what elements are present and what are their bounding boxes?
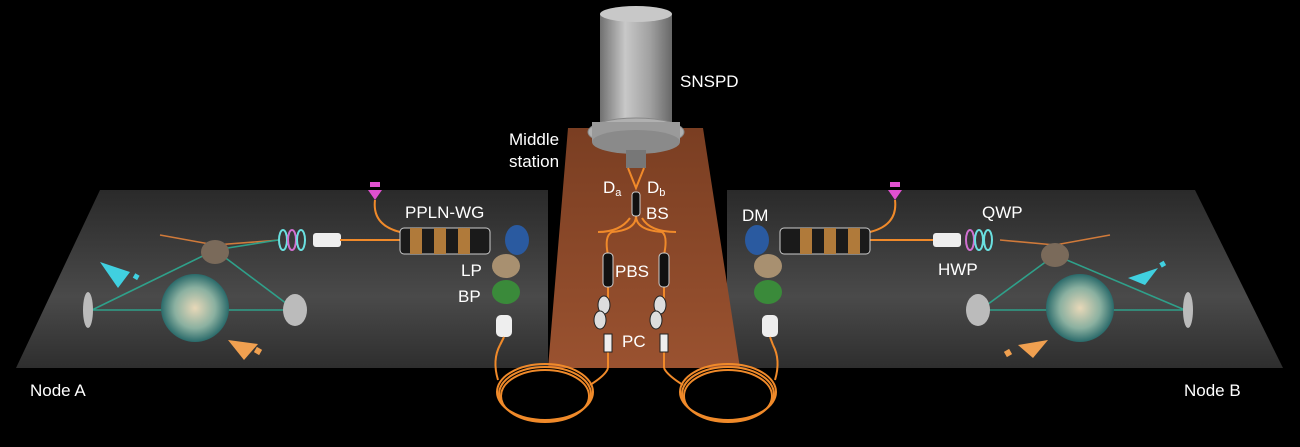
node-a-mirror-top <box>201 240 229 264</box>
node-b-crystal <box>1046 274 1114 342</box>
node-a-label: Node A <box>30 381 86 400</box>
fiber-spool-right <box>663 344 779 423</box>
ppln-wg-a <box>399 227 491 255</box>
node-a-mirror-right <box>283 294 307 326</box>
detector-b-label: Db <box>647 178 666 199</box>
cyan-laser-arrow-icon <box>100 262 140 288</box>
snspd-label: SNSPD <box>680 72 739 91</box>
node-b-mirror-left <box>966 294 990 326</box>
dm-b <box>745 225 769 255</box>
dm-a <box>505 225 529 255</box>
pc-left <box>593 295 613 353</box>
orange-laser-arrow-icon <box>228 340 263 360</box>
detector-a-label: Da <box>603 178 622 199</box>
node-a-mirror-left <box>83 292 93 328</box>
bs-label: BS <box>646 204 669 223</box>
node-b-collimator <box>933 233 961 247</box>
pbs-label: PBS <box>615 262 650 281</box>
magenta-pump-arrow-icon <box>368 182 382 200</box>
detector-b-sub: b <box>659 187 666 199</box>
bp-label: BP <box>458 287 481 306</box>
middle-station-label-line1: Middle <box>509 130 560 149</box>
bp-a <box>492 280 520 304</box>
coupler-a <box>496 315 512 337</box>
middle-station-label-line2: station <box>509 152 560 171</box>
orange-laser-arrow-icon <box>1003 340 1048 358</box>
bp-b <box>754 280 782 304</box>
pc-right <box>649 295 669 353</box>
cyan-laser-arrow-icon <box>1128 260 1167 285</box>
bs-component <box>631 191 641 217</box>
ppln-wg-label: PPLN-WG <box>405 203 485 222</box>
coupler-b <box>762 315 778 337</box>
magenta-pump-arrow-icon <box>888 182 902 200</box>
node-b-mirror-top <box>1041 243 1069 267</box>
detector-b-main: D <box>647 178 660 197</box>
detector-a-main: D <box>603 178 616 197</box>
node-a-crystal <box>161 274 229 342</box>
detector-a-sub: a <box>615 187 622 199</box>
middle-station-board <box>548 128 740 368</box>
fiber-spool-left <box>494 344 609 423</box>
lp-a <box>492 254 520 278</box>
pbs-left <box>602 252 614 288</box>
lp-label: LP <box>461 261 482 280</box>
pc-label: PC <box>622 332 646 351</box>
lp-b <box>754 254 782 278</box>
dm-label: DM <box>742 206 769 225</box>
node-a-waveplates <box>278 229 306 251</box>
qwp-label: QWP <box>982 203 1023 222</box>
ppln-wg-b <box>779 227 871 255</box>
node-b-label: Node B <box>1184 381 1241 400</box>
hwp-label: HWP <box>938 260 978 279</box>
node-b-mirror-right <box>1183 292 1193 328</box>
pbs-right <box>658 252 670 288</box>
snspd-cryostat <box>587 6 685 168</box>
node-b-waveplates <box>965 229 993 251</box>
node-a-collimator <box>313 233 341 247</box>
